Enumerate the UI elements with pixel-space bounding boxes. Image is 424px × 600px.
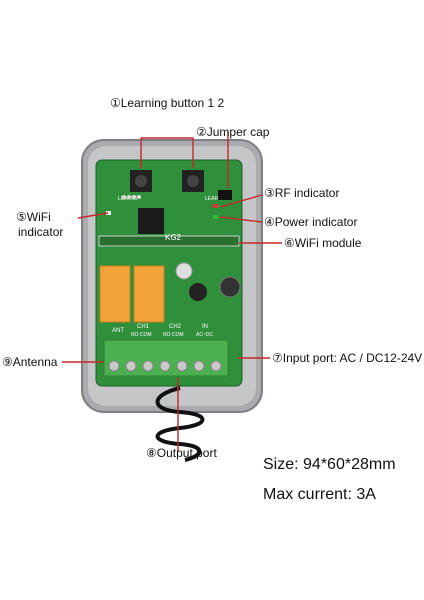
rf-indicator-led	[213, 204, 218, 208]
terminal-block	[103, 339, 229, 377]
jumper-cap	[218, 190, 232, 200]
callout-wifi-indicator-line1: ⑤WiFi	[16, 210, 51, 224]
terminal-label-ch1-nocom: NO COM	[131, 332, 152, 338]
learning-button-2[interactable]	[182, 170, 204, 192]
wifi-module	[98, 235, 240, 247]
callout-jumper-cap: ②Jumper cap	[196, 125, 270, 139]
power-indicator-led	[213, 215, 218, 219]
callout-input-port: ⑦Input port: AC / DC12-24V	[272, 351, 423, 365]
terminal-label-in: IN	[202, 324, 208, 330]
relay-1	[99, 265, 131, 323]
callout-rf-indicator: ③RF indicator	[264, 186, 340, 200]
learn1-text: LEARN1	[118, 196, 138, 202]
antenna-cable	[155, 386, 205, 462]
callout-wifi-indicator-line2: indicator	[18, 225, 64, 239]
spec-max-current: Max current: 3A	[263, 486, 376, 503]
relay-2	[133, 265, 165, 323]
capacitor-1	[175, 262, 193, 280]
inductor	[189, 283, 207, 301]
callout-power-indicator: ④Power indicator	[264, 215, 358, 229]
callout-wifi-module: ⑥WiFi module	[284, 236, 362, 250]
callout-output-port: ⑧Output port	[146, 446, 217, 460]
terminal-label-ch1: CH1	[137, 324, 150, 330]
ic-chip	[138, 208, 164, 234]
learning-button-1[interactable]	[130, 170, 152, 192]
callout-antenna: ⑨Antenna	[2, 355, 58, 369]
learn2-text: LEARN2	[205, 196, 225, 202]
model-text: KG2	[165, 233, 182, 242]
terminal-label-acdc: AC~DC	[196, 332, 213, 338]
terminal-screws	[108, 360, 222, 372]
terminal-label-ch2: CH2	[169, 324, 182, 330]
spec-size: Size: 94*60*28mm	[263, 456, 396, 473]
terminal-label-ch2-nocom: NO COM	[163, 332, 184, 338]
pcb-board	[95, 159, 243, 387]
terminal-label-ant: ANT	[112, 328, 124, 334]
callout-learning-buttons: ①Learning button 1 2	[110, 96, 225, 110]
capacitor-2	[219, 276, 241, 298]
header-pins	[122, 195, 141, 199]
callout-lines	[62, 132, 282, 452]
wifi-indicator-led	[106, 211, 111, 215]
